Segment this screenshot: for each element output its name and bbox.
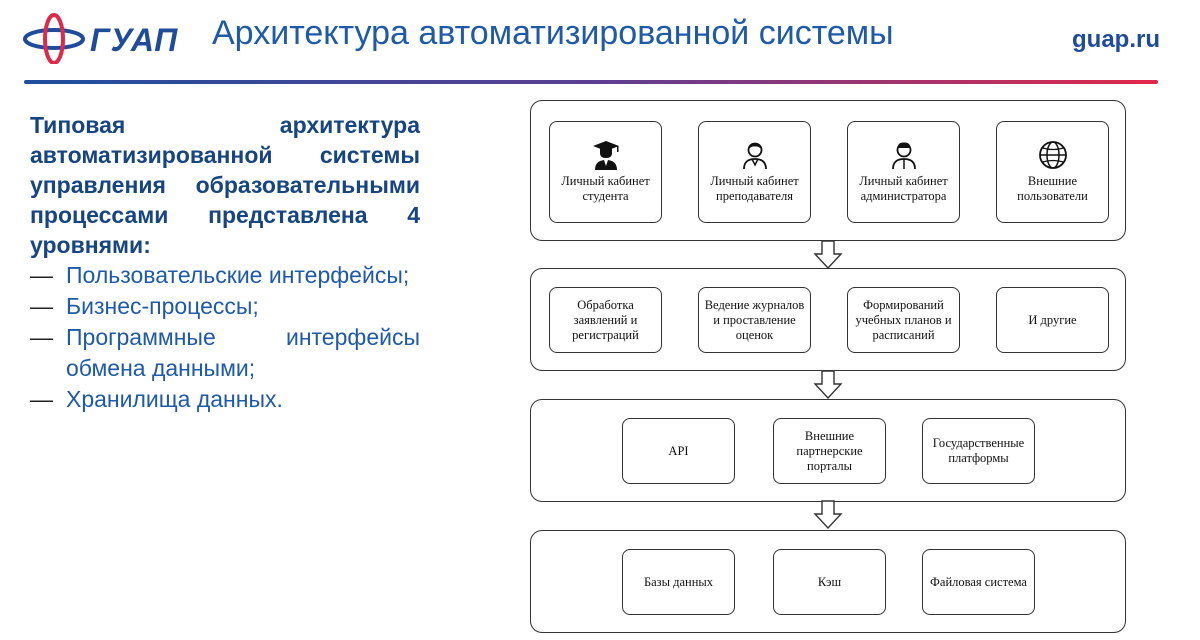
box-label: Государственные платформы bbox=[932, 436, 1025, 465]
box-student-cabinet: Личный кабинет студента bbox=[549, 121, 662, 223]
guap-logo[interactable]: ГУАП bbox=[22, 12, 177, 64]
guap-emblem-icon bbox=[23, 13, 85, 64]
list-item-text: Хранилища данных. bbox=[66, 386, 283, 412]
dash: — bbox=[30, 293, 53, 319]
box-label: Внешние пользователи bbox=[1017, 174, 1088, 203]
box-label: Личный кабинет преподавателя bbox=[710, 174, 799, 203]
box-external-users: Внешние пользователи bbox=[996, 121, 1109, 223]
box-partner-portals: Внешние партнерские порталы bbox=[773, 418, 886, 484]
list-item-text: Программные интерфейсы обмена данными; bbox=[66, 324, 420, 381]
dash: — bbox=[30, 262, 53, 288]
box-label: Личный кабинет администратора bbox=[859, 174, 948, 203]
box-label: И другие bbox=[1028, 312, 1077, 327]
list-item: — Бизнес-процессы; bbox=[30, 291, 420, 322]
dash: — bbox=[30, 324, 53, 350]
list-item: — Пользовательские интерфейсы; bbox=[30, 260, 420, 291]
box-label: Кэш bbox=[817, 574, 842, 589]
box-label: Файловая система bbox=[930, 574, 1027, 589]
box-file-system: Файловая система bbox=[922, 549, 1035, 615]
list-item: — Хранилища данных. bbox=[30, 384, 420, 415]
admin-icon bbox=[891, 142, 916, 170]
site-link[interactable]: guap.ru bbox=[1072, 26, 1160, 53]
intro-text: Типовая архитектура автоматизированной с… bbox=[30, 112, 420, 258]
page-title: Архитектура автоматизированной системы bbox=[212, 14, 894, 52]
box-gov-platforms: Государственные платформы bbox=[922, 418, 1035, 484]
dash: — bbox=[30, 386, 53, 412]
arrow-down-icon bbox=[813, 240, 843, 270]
globe-icon bbox=[1038, 141, 1067, 169]
list-item: — Программные интерфейсы обмена данными; bbox=[30, 322, 420, 384]
box-label: Базы данных bbox=[643, 574, 714, 589]
box-journals: Ведение журналов и проставление оценок bbox=[698, 287, 811, 353]
box-label: Обработка заявлений и регистраций bbox=[572, 297, 639, 342]
list-item-text: Пользовательские интерфейсы; bbox=[66, 262, 410, 288]
box-label: Личный кабинет студента bbox=[561, 174, 650, 203]
layer-data-exchange: API Внешние партнерские порталы Государс… bbox=[530, 399, 1126, 502]
box-applications: Обработка заявлений и регистраций bbox=[549, 287, 662, 353]
layer-business-processes: Обработка заявлений и регистраций Ведени… bbox=[530, 268, 1126, 371]
teacher-icon bbox=[742, 142, 767, 170]
box-cache: Кэш bbox=[773, 549, 886, 615]
box-curricula: Формирований учебных планов и расписаний bbox=[847, 287, 960, 353]
box-admin-cabinet: Личный кабинет администратора bbox=[847, 121, 960, 223]
header: ГУАП Архитектура автоматизированной сист… bbox=[0, 0, 1200, 84]
arrow-down-icon bbox=[813, 500, 843, 530]
box-databases: Базы данных bbox=[622, 549, 735, 615]
box-label: Внешние партнерские порталы bbox=[796, 428, 863, 473]
box-label: Ведение журналов и проставление оценок bbox=[704, 297, 805, 342]
layer-data-storage: Базы данных Кэш Файловая система bbox=[530, 530, 1126, 633]
description-panel: Типовая архитектура автоматизированной с… bbox=[30, 110, 420, 415]
architecture-diagram: Личный кабинет студента Личный кабинет п… bbox=[530, 100, 1130, 634]
box-teacher-cabinet: Личный кабинет преподавателя bbox=[698, 121, 811, 223]
box-others: И другие bbox=[996, 287, 1109, 353]
arrow-down-icon bbox=[813, 370, 843, 400]
graduate-icon bbox=[592, 141, 619, 170]
box-label: Формирований учебных планов и расписаний bbox=[855, 297, 952, 342]
layer-user-interfaces: Личный кабинет студента Личный кабинет п… bbox=[530, 100, 1126, 241]
logo-text: ГУАП bbox=[90, 22, 179, 58]
box-api: API bbox=[622, 418, 735, 484]
list-item-text: Бизнес-процессы; bbox=[66, 293, 259, 319]
levels-list: — Пользовательские интерфейсы; — Бизнес-пр… bbox=[30, 260, 420, 415]
box-label: API bbox=[668, 443, 689, 458]
header-divider bbox=[24, 80, 1158, 84]
